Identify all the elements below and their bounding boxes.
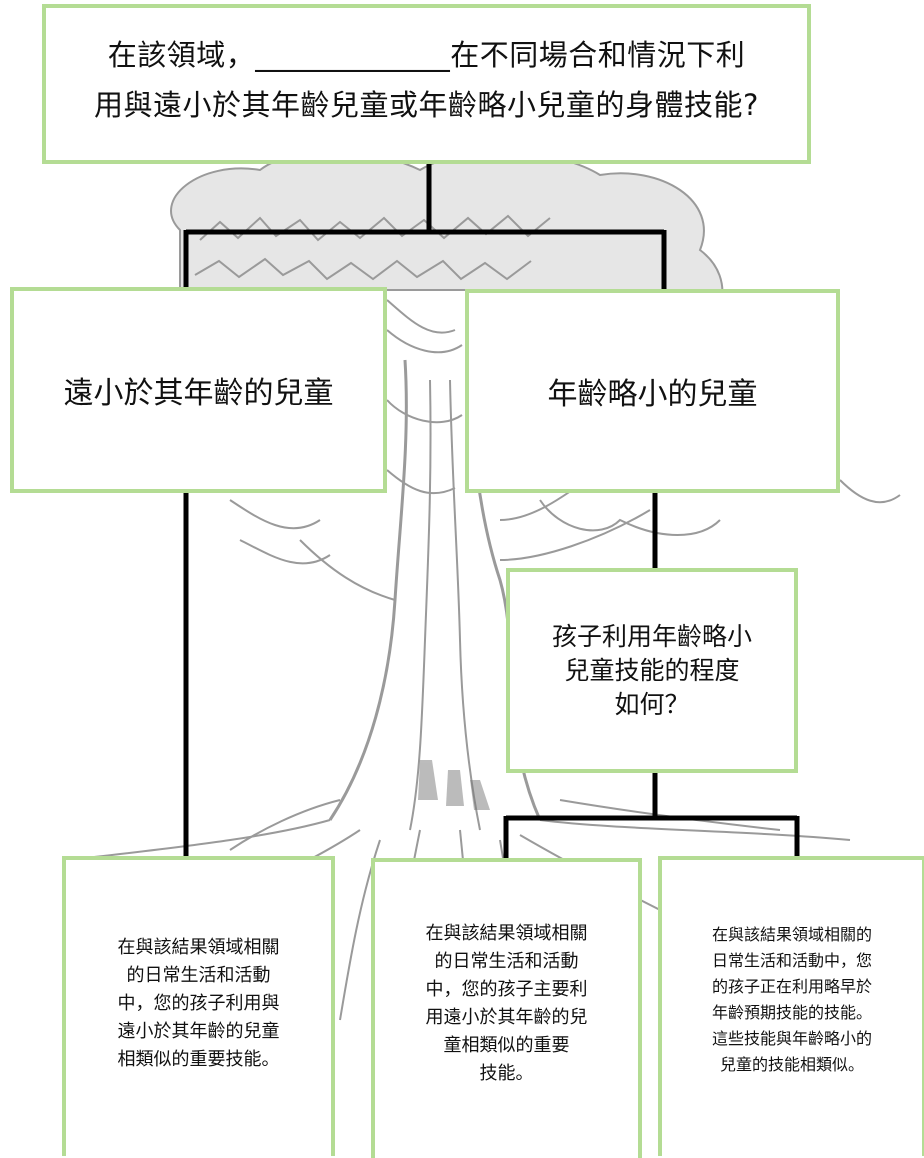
option-slightly-younger-box: 年齡略小的兒童 [465,289,840,493]
outcome-middle-line: 技能。 [479,1063,534,1084]
outcome-left-line: 中，您的孩子利用與 [117,993,280,1014]
outcome-middle-line: 用遠小於其年齡的兒 [425,1007,588,1028]
outcome-text-right: 在與該結果領域相關的 日常生活和活動中，您 的孩子正在利用略早於 年齡預期技能的… [698,922,886,1078]
extent-question-box: 孩子利用年齡略小 兒童技能的程度 如何？ [506,568,798,773]
domain-question-box: 在該領域，_____________在不同場合和情況下利 用與遠小於其年齡兒童或… [42,4,811,164]
outcome-right-line: 兒童的技能相類似。 [719,1055,864,1074]
outcome-text-left: 在與該結果領域相關 的日常生活和活動 中，您的孩子利用與 遠小於其年齡的兒童 相… [104,934,294,1074]
outcome-middle-line: 中，您的孩子主要利 [425,979,588,1000]
outcome-left-line: 在與該結果領域相關 [117,937,280,958]
outcome-right-line: 在與該結果領域相關的 [711,925,872,944]
outcome-box-middle: 在與該結果領域相關 的日常生活和活動 中，您的孩子主要利 用遠小於其年齡的兒 童… [371,858,642,1158]
option-slightly-younger-label: 年齡略小的兒童 [547,377,758,412]
outcome-right-line: 日常生活和活動中，您 [711,951,872,970]
outcome-middle-line: 的日常生活和活動 [434,951,579,972]
extent-question-line-2: 兒童技能的程度 [564,655,740,685]
extent-question-line-1: 孩子利用年齡略小 [551,621,752,651]
outcome-left-line: 遠小於其年齡的兒童 [117,1021,280,1042]
domain-question-text: 在該領域，_____________在不同場合和情況下利 用與遠小於其年齡兒童或… [94,30,759,130]
outcome-box-left: 在與該結果領域相關 的日常生活和活動 中，您的孩子利用與 遠小於其年齡的兒童 相… [62,856,335,1156]
outcome-right-line: 這些技能與年齡略小的 [711,1029,872,1048]
outcome-middle-line: 在與該結果領域相關 [425,923,588,944]
outcome-text-middle: 在與該結果領域相關 的日常生活和活動 中，您的孩子主要利 用遠小於其年齡的兒 童… [412,920,602,1088]
outcome-right-line: 年齡預期技能的技能。 [711,1003,872,1022]
extent-question-text: 孩子利用年齡略小 兒童技能的程度 如何？ [552,620,752,722]
outcome-right-line: 的孩子正在利用略早於 [711,977,872,996]
domain-question-line-2: 用與遠小於其年齡兒童或年齡略小兒童的身體技能? [94,88,759,122]
option-much-younger-label: 遠小於其年齡的兒童 [63,376,334,411]
domain-question-line-1: 在該領域，_____________在不同場合和情況下利 [107,38,746,72]
outcome-box-right: 在與該結果領域相關的 日常生活和活動中，您 的孩子正在利用略早於 年齡預期技能的… [658,856,924,1156]
outcome-middle-line: 童相類似的重要 [443,1035,570,1056]
outcome-left-line: 的日常生活和活動 [126,965,271,986]
outcome-left-line: 相類似的重要技能。 [117,1049,280,1070]
extent-question-line-3: 如何？ [614,689,690,719]
option-much-younger-box: 遠小於其年齡的兒童 [10,287,387,493]
